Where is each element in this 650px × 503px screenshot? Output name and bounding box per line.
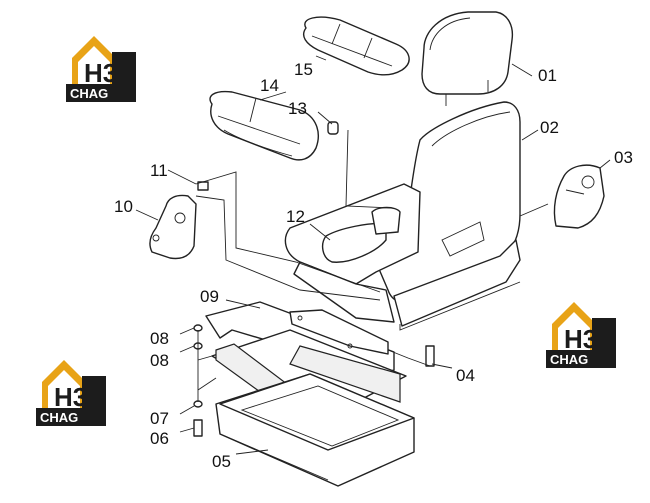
fasteners-left [193, 324, 203, 437]
leader-lines [135, 55, 611, 455]
label-08-upper: 08 [150, 329, 169, 348]
label-05: 05 [212, 452, 231, 471]
logo-brand: CHAG [40, 410, 78, 425]
logo-mark: H3 [54, 382, 87, 412]
bushing [327, 121, 339, 135]
logo-brand: CHAG [70, 86, 108, 101]
side-cover-left [149, 194, 197, 260]
label-04: 04 [456, 366, 475, 385]
screw-11 [197, 181, 209, 191]
armrest-pad-upper [302, 16, 410, 76]
headrest [421, 11, 514, 106]
label-11: 11 [150, 161, 168, 180]
label-07: 07 [150, 409, 169, 428]
side-cover-right [553, 164, 605, 229]
armrest [209, 90, 319, 161]
label-01: 01 [538, 66, 557, 85]
label-10: 10 [114, 197, 133, 216]
label-14: 14 [260, 76, 279, 95]
logo-mark: H3 [84, 58, 117, 88]
label-12: 12 [286, 207, 305, 226]
seat-base [215, 373, 415, 487]
label-13: 13 [288, 99, 307, 118]
label-09: 09 [200, 287, 219, 306]
logo-right: H3 CHAG [546, 302, 616, 368]
label-03: 03 [614, 148, 633, 167]
logo-mark: H3 [564, 324, 597, 354]
logo-brand: CHAG [550, 352, 588, 367]
label-08-lower: 08 [150, 351, 169, 370]
bolt-04 [425, 345, 435, 367]
label-06: 06 [150, 429, 169, 448]
logo-top-left: H3 CHAG [66, 36, 136, 102]
part-labels: 01 02 03 04 05 06 07 08 08 09 10 11 12 1… [114, 60, 633, 471]
logo-bottom-left: H3 CHAG [36, 360, 106, 426]
belt-bracket [321, 206, 401, 263]
label-15: 15 [294, 60, 313, 79]
label-02: 02 [540, 118, 559, 137]
